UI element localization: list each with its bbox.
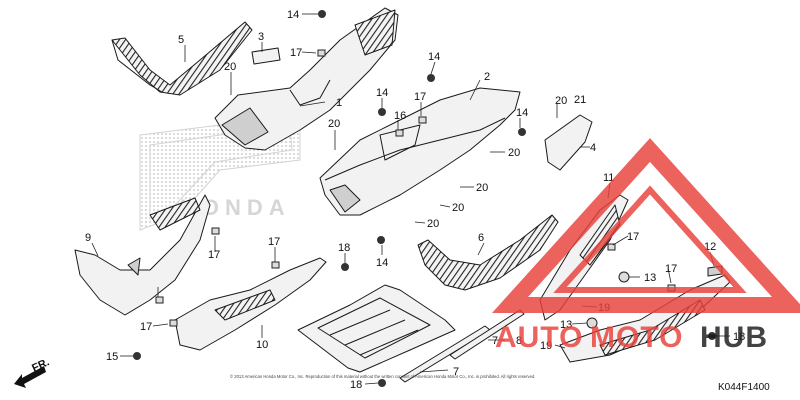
callout-14c: 14 [376, 87, 388, 99]
callout-13a: 13 [644, 272, 656, 284]
part-4-side-panel [544, 114, 593, 171]
part-1-front-inner-cover [214, 7, 399, 151]
bolt-15 [133, 352, 141, 360]
callout-18c: 18 [733, 331, 745, 343]
callout-10: 10 [256, 339, 268, 351]
clip-17-b [418, 116, 427, 124]
callout-labels: 1 2 3 4 5 6 7 7 8 9 10 11 12 13 13 14 14… [85, 9, 745, 391]
callout-14d: 14 [516, 107, 528, 119]
watermark-word-moto: MOTO [590, 321, 683, 354]
callout-7a: 7 [492, 335, 498, 347]
callout-17c: 17 [208, 249, 220, 261]
bolt-18-a [341, 263, 349, 271]
callout-13b: 13 [560, 319, 572, 331]
callout-17f: 17 [627, 231, 639, 243]
grommet-13-a [618, 271, 630, 283]
part-6-side-cover [417, 214, 559, 291]
bolt-14-b [427, 74, 435, 82]
callout-15: 15 [106, 351, 118, 363]
part-2-floor-step [319, 87, 521, 216]
clip-17-f [169, 319, 178, 327]
part-5-cover-stripe [111, 21, 253, 96]
callout-17e: 17 [140, 321, 152, 333]
clip-17-c [211, 227, 220, 235]
callout-14b: 14 [428, 51, 440, 63]
automotohub-watermark: AUTO MOTO HUB [491, 138, 800, 354]
part-3-plate [251, 47, 281, 65]
copyright-text: © 2013 American Honda Motor Co., Inc. Re… [230, 374, 535, 379]
callout-18a: 18 [338, 242, 350, 254]
bolt-14-d [518, 128, 526, 136]
callout-20a: 20 [224, 61, 236, 73]
callout-19b: 19 [540, 340, 552, 352]
clip-17-d [271, 261, 280, 269]
diagram-code: K044F1400 [718, 382, 770, 393]
watermark-word-hub: HUB [700, 321, 768, 354]
part-10-under-cover [174, 257, 327, 351]
callout-20c: 20 [508, 147, 520, 159]
clip-16 [395, 129, 404, 137]
clip-17-g [607, 243, 616, 251]
callout-4: 4 [590, 142, 596, 154]
callout-14e: 14 [376, 257, 388, 269]
front-label: FR. [30, 356, 51, 374]
callout-3: 3 [258, 31, 264, 43]
callout-8: 8 [516, 335, 522, 347]
callout-20b: 20 [328, 118, 340, 130]
callout-7b: 7 [453, 366, 459, 378]
clip-17-e [155, 296, 164, 304]
callout-17d: 17 [268, 236, 280, 248]
callout-1: 1 [336, 97, 342, 109]
part-9-left-lower-cover [74, 194, 211, 316]
callout-17g: 17 [665, 263, 677, 275]
callout-20f: 20 [427, 218, 439, 230]
leader-lines [91, 13, 730, 385]
callout-21: 21 [574, 94, 586, 106]
callout-14a: 14 [287, 9, 299, 21]
bolt-14-e [377, 236, 385, 244]
callout-18b: 18 [350, 379, 362, 391]
callout-20d: 20 [476, 182, 488, 194]
callout-11: 11 [603, 172, 614, 184]
part-7-rods [399, 309, 525, 383]
watermark-triangle-icon [491, 138, 800, 313]
callout-6: 6 [478, 232, 484, 244]
callout-20e: 20 [452, 202, 464, 214]
callout-2: 2 [484, 71, 490, 83]
bolt-14-c [378, 108, 386, 116]
callout-17b: 17 [414, 91, 426, 103]
callout-16: 16 [394, 110, 406, 122]
callout-5: 5 [178, 34, 184, 46]
floor-frame [297, 284, 456, 373]
bolt-14-a [318, 10, 326, 18]
callout-20g: 20 [555, 95, 567, 107]
front-arrow-icon: FR. [14, 356, 51, 388]
callout-17a: 17 [290, 47, 302, 59]
watermark-word-auto: AUTO [495, 321, 583, 354]
bolt-18-b [378, 379, 386, 387]
callout-9: 9 [85, 232, 91, 244]
bolt-18-c [708, 332, 716, 340]
clip-17-a [317, 49, 326, 57]
